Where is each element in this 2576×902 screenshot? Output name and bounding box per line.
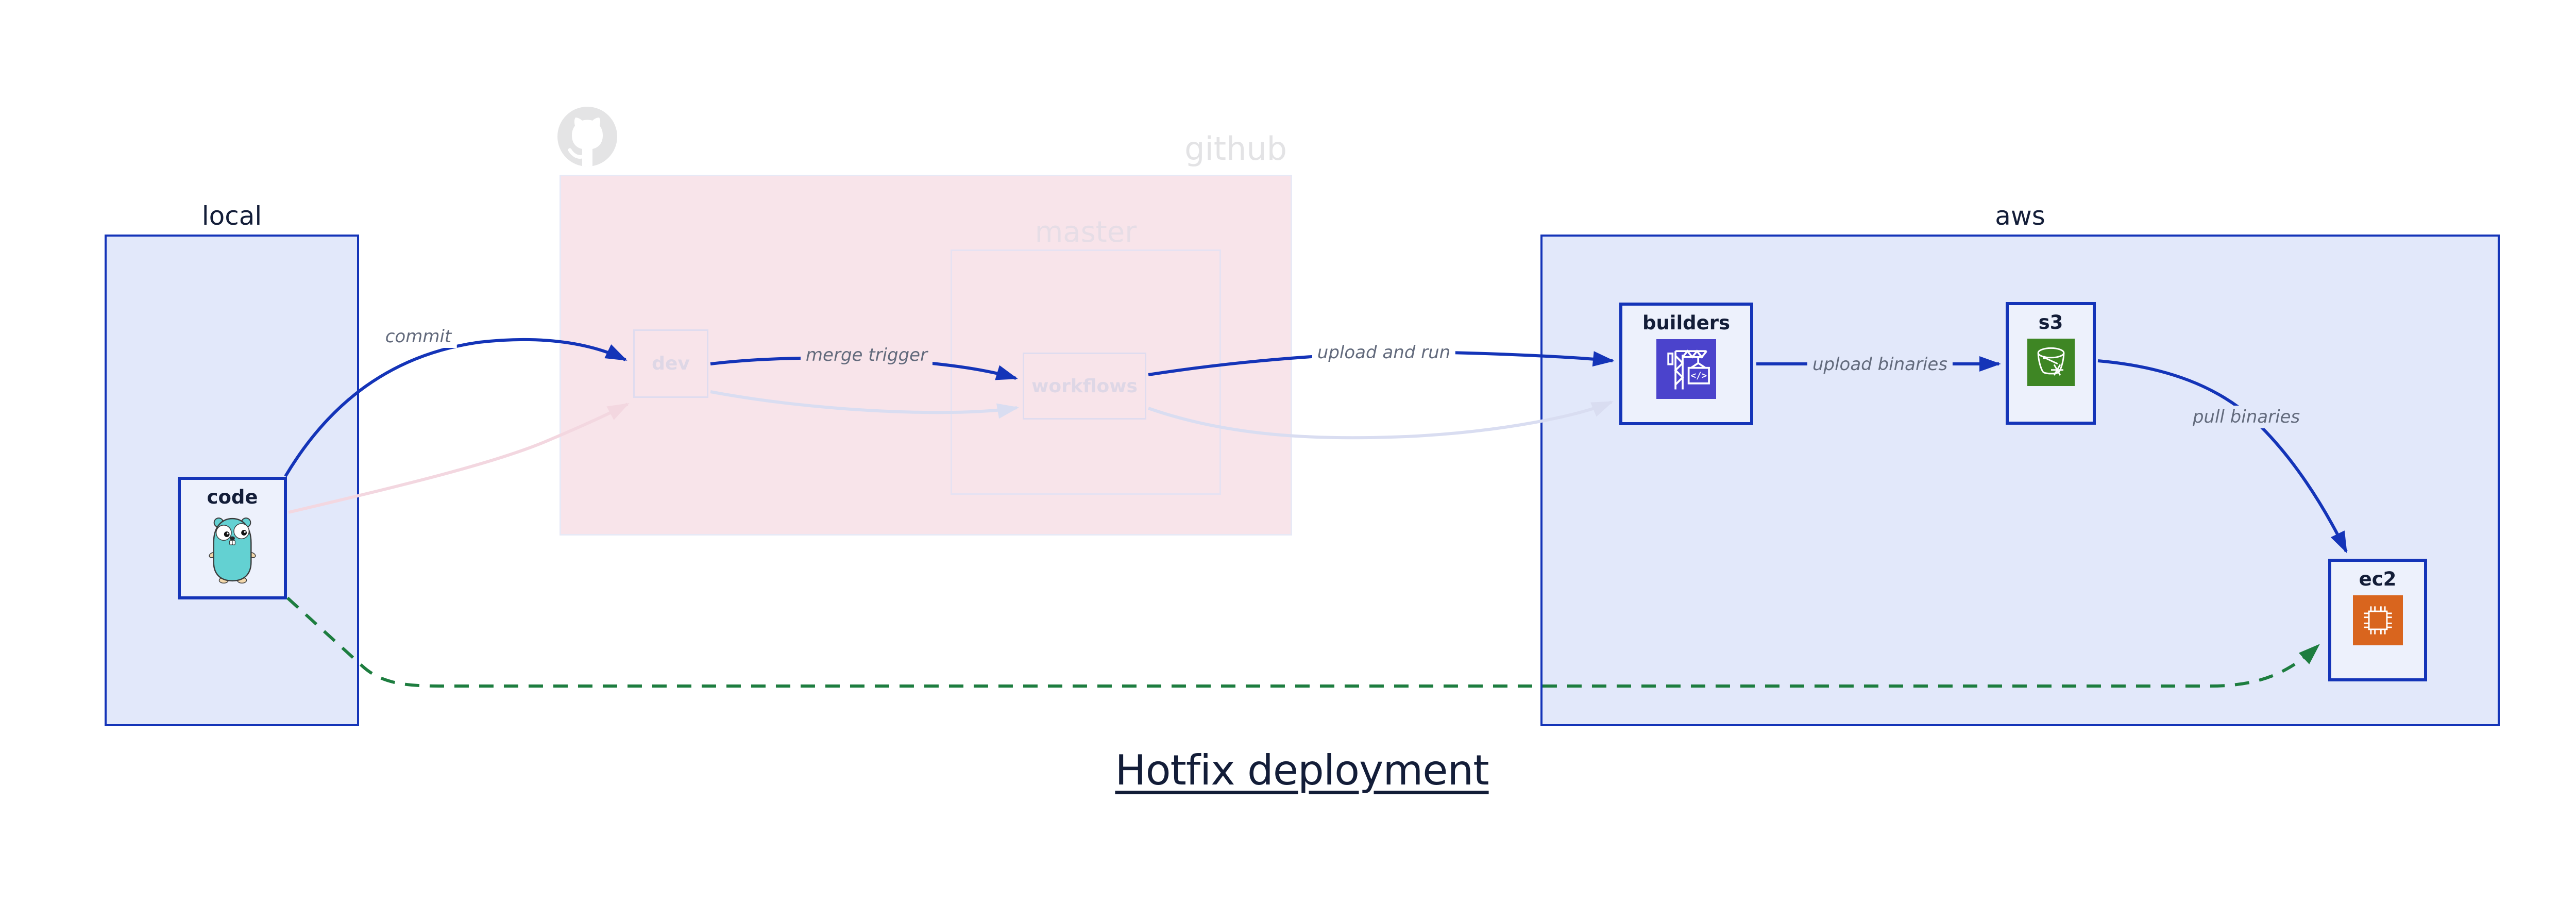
edge-label-pull-binaries: pull binaries	[2187, 406, 2306, 428]
node-ec2-label: ec2	[2359, 568, 2397, 590]
s3-glacier-icon	[2027, 339, 2075, 388]
node-ec2: ec2	[2328, 559, 2427, 681]
gopher-icon	[205, 513, 260, 587]
node-workflows-label: workflows	[1031, 375, 1138, 397]
node-code: code	[178, 477, 287, 599]
node-builders: builders </>	[1619, 303, 1753, 425]
codebuild-icon: </>	[1656, 339, 1716, 401]
local-container-label: local	[201, 201, 262, 231]
node-dev-label: dev	[652, 353, 690, 374]
edge-label-merge-trigger: merge trigger	[800, 344, 933, 366]
node-s3: s3	[2006, 302, 2096, 425]
node-code-label: code	[207, 486, 258, 508]
ec2-chip-icon	[2352, 595, 2403, 647]
node-builders-label: builders	[1642, 312, 1731, 334]
github-octocat-icon	[555, 105, 619, 169]
node-s3-label: s3	[2038, 311, 2063, 333]
edge-label-commit: commit	[380, 325, 457, 348]
node-dev: dev	[633, 329, 708, 398]
svg-text:</>: </>	[1691, 371, 1707, 381]
edge-label-upload-binaries: upload binaries	[1807, 353, 1953, 376]
node-workflows: workflows	[1023, 353, 1146, 420]
master-region-label: master	[1035, 215, 1137, 249]
github-container-label: github	[1184, 130, 1287, 168]
diagram-title: Hotfix deployment	[1115, 746, 1489, 794]
aws-container-label: aws	[1995, 201, 2045, 231]
edge-label-upload-and-run: upload and run	[1312, 341, 1456, 364]
